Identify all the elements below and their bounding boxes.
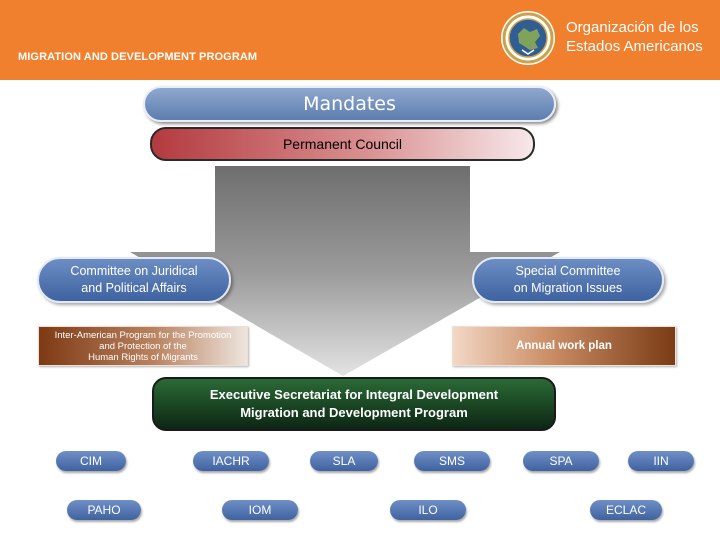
special-committee-box: Special Committee on Migration Issues <box>472 257 664 303</box>
org-eclac: ECLAC <box>590 500 662 520</box>
program-title: MIGRATION AND DEVELOPMENT PROGRAM <box>18 51 258 63</box>
org-paho: PAHO <box>67 500 141 520</box>
org-iachr: IACHR <box>193 451 269 471</box>
org-iom: IOM <box>222 500 298 520</box>
mandates-box: Mandates <box>143 86 556 122</box>
org-sla: SLA <box>310 451 378 471</box>
org-sms: SMS <box>414 451 490 471</box>
org-name-line1: Organización de los <box>566 19 699 36</box>
inter-american-program-box: Inter-American Program for the Promotion… <box>38 326 248 366</box>
executive-secretariat-box: Executive Secretariat for Integral Devel… <box>152 377 556 431</box>
org-ilo: ILO <box>390 500 466 520</box>
special-committee-line2: on Migration Issues <box>513 281 623 295</box>
org-name-line2: Estados Americanos <box>566 38 703 55</box>
inter-american-program-line1: Inter-American Program for the Promotion <box>54 329 232 341</box>
inter-american-program-line3: Human Rights of Migrants <box>88 351 198 363</box>
downward-arrow <box>130 166 560 376</box>
executive-secretariat-line1: Executive Secretariat for Integral Devel… <box>209 387 499 402</box>
annual-work-plan-box: Annual work plan <box>452 326 676 366</box>
org-spa: SPA <box>523 451 599 471</box>
org-iin: IIN <box>628 451 694 471</box>
oas-seal-icon <box>501 11 555 65</box>
permanent-council-box: Permanent Council <box>150 127 535 161</box>
committee-juridical-box: Committee on Juridical and Political Aff… <box>37 257 231 303</box>
committee-juridical-line2: and Political Affairs <box>81 281 187 295</box>
committee-juridical-line1: Committee on Juridical <box>70 264 198 278</box>
special-committee-line1: Special Committee <box>515 264 621 278</box>
org-name: Organización de los Estados Americanos <box>566 18 703 56</box>
header-bar: MIGRATION AND DEVELOPMENT PROGRAM Organi… <box>0 0 720 80</box>
annual-work-plan-label: Annual work plan <box>516 340 612 352</box>
org-cim: CIM <box>56 451 126 471</box>
executive-secretariat-line2: Migration and Development Program <box>240 405 468 420</box>
inter-american-program-line2: and Protection of the <box>99 340 187 352</box>
